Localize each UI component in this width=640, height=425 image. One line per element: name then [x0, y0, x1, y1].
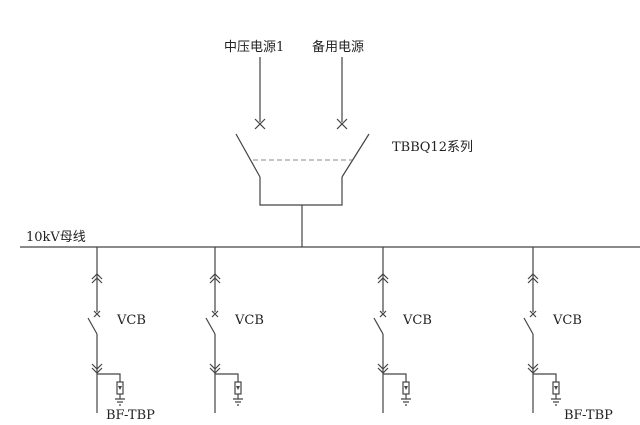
source-1-label: 中压电源1	[224, 40, 285, 55]
ats-label: TBBQ12系列	[392, 140, 473, 155]
switch-blade	[523, 317, 534, 335]
plug-in-contact-lower-icon	[91, 363, 103, 374]
feeder-1-breaker-label: VCB	[117, 313, 146, 328]
switch-blade	[205, 317, 216, 335]
plug-in-contact-upper-icon	[209, 273, 221, 284]
plug-in-contact-upper-icon	[527, 273, 539, 284]
breaker-x-icon	[336, 118, 348, 130]
feeder-4	[523, 247, 561, 413]
plug-in-contact-upper-icon	[377, 273, 389, 284]
source-2-label: 备用电源	[312, 40, 365, 55]
feeder-3	[373, 247, 411, 413]
feeder-3-breaker-label: VCB	[403, 313, 432, 328]
feeder-4-breaker-label: VCB	[553, 313, 582, 328]
feeder-1	[87, 247, 125, 413]
bus-label: 10kV母线	[26, 230, 86, 245]
feeder-2-breaker-label: VCB	[235, 313, 264, 328]
breaker-x-icon	[254, 118, 266, 130]
ground-icon	[115, 398, 125, 406]
feeder-2	[205, 247, 243, 413]
breaker-x-icon	[93, 310, 101, 318]
plug-in-contact-lower-icon	[209, 363, 221, 374]
switch-blade	[373, 317, 384, 335]
switch-blade	[87, 317, 98, 335]
feeder-4-bottom-label: BF-TBP	[564, 408, 613, 423]
plug-in-contact-lower-icon	[527, 363, 539, 374]
ground-icon	[401, 398, 411, 406]
source-2-line	[336, 57, 348, 130]
ats-switch	[235, 133, 370, 247]
source-1-line	[254, 57, 266, 130]
plug-in-contact-upper-icon	[91, 273, 103, 284]
feeder-1-bottom-label: BF-TBP	[106, 408, 155, 423]
plug-in-contact-lower-icon	[377, 363, 389, 374]
breaker-x-icon	[379, 310, 387, 318]
breaker-x-icon	[211, 310, 219, 318]
breaker-x-icon	[529, 310, 537, 318]
ground-icon	[551, 398, 561, 406]
ground-icon	[233, 398, 243, 406]
